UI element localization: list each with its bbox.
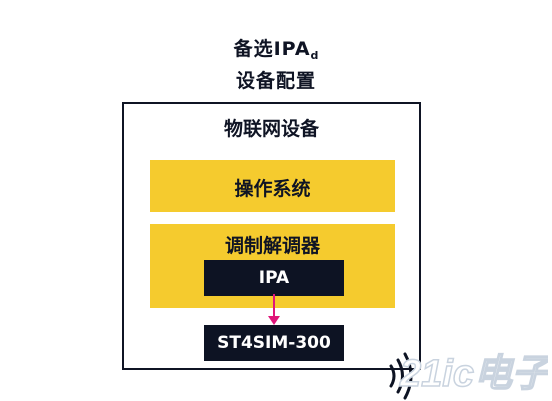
os-box: 操作系统 [150,160,395,212]
arrow-down-icon [268,294,280,325]
sim-box: ST4SIM-300 [204,325,344,361]
iot-device-frame: 物联网设备 操作系统 调制解调器 IPA ST4SIM-300 [122,102,421,400]
ipa-box: IPA [204,260,344,296]
heading-main: 备选IPA [233,38,311,60]
heading-line-1: 备选IPAd [0,34,552,62]
watermark-text: 21ic电子网 [399,353,548,395]
os-label: 操作系统 [234,178,311,200]
heading-line-2: 设备配置 [235,70,316,92]
iot-device-label: 物联网设备 [223,118,319,140]
watermark-logo: 21ic电子网 [398,352,548,396]
heading-subscript: d [310,49,319,62]
wireless-signal-icon [389,352,413,400]
modem-label: 调制解调器 [224,235,320,257]
